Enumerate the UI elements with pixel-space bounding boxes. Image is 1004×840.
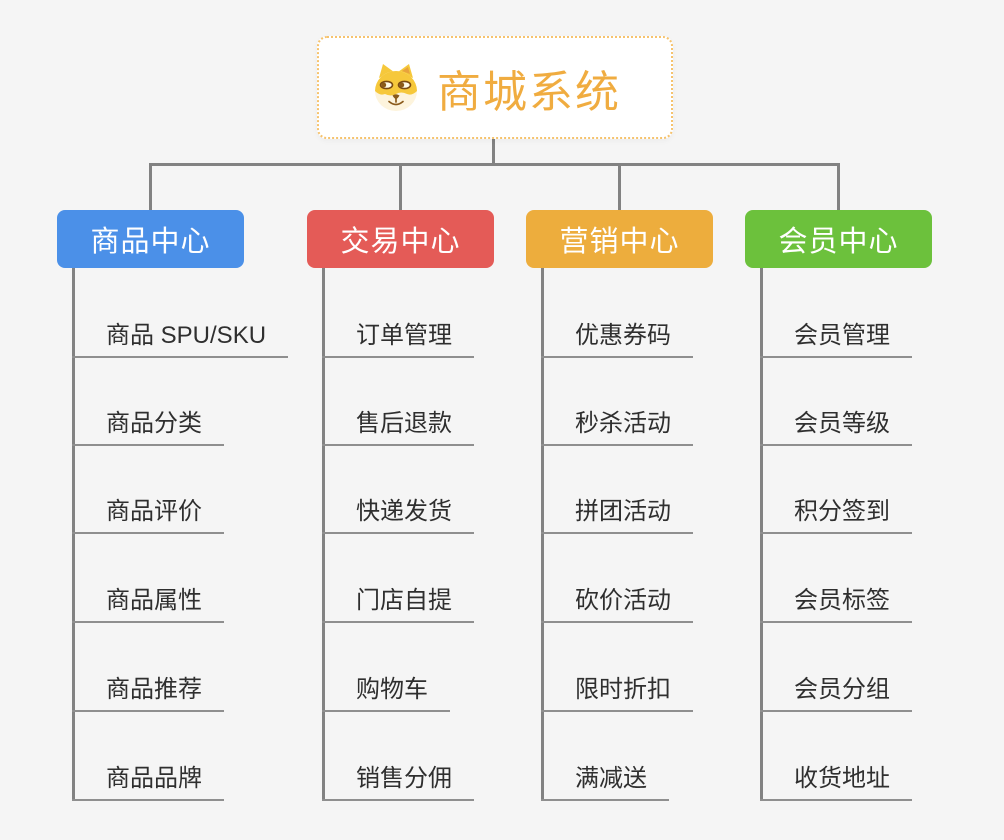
- connector-bus: [149, 163, 840, 166]
- root-node[interactable]: 商城系统: [317, 36, 673, 139]
- leaf-item-coupon-code[interactable]: 优惠券码: [541, 321, 693, 358]
- shiba-dog-icon: [369, 61, 423, 115]
- connector-drop-member-center: [837, 163, 840, 211]
- branch-node-product-center[interactable]: 商品中心: [57, 210, 244, 268]
- trunk-marketing-center: [541, 268, 544, 801]
- branch-label: 会员中心: [778, 226, 899, 258]
- branch-node-member-center[interactable]: 会员中心: [745, 210, 932, 268]
- branch-label: 交易中心: [340, 226, 461, 258]
- leaf-item-store-pickup[interactable]: 门店自提: [322, 586, 474, 623]
- trunk-trade-center: [322, 268, 325, 801]
- leaf-item-flash-sale[interactable]: 秒杀活动: [541, 409, 693, 446]
- connector-drop-product-center: [149, 163, 152, 211]
- leaf-item-product-recommend[interactable]: 商品推荐: [72, 675, 224, 712]
- leaf-item-shopping-cart[interactable]: 购物车: [322, 675, 450, 712]
- leaf-item-product-attribute[interactable]: 商品属性: [72, 586, 224, 623]
- leaf-item-member-level[interactable]: 会员等级: [760, 409, 912, 446]
- connector-drop-trade-center: [399, 163, 402, 211]
- leaf-item-full-reduction[interactable]: 满减送: [541, 764, 669, 801]
- leaf-item-product-review[interactable]: 商品评价: [72, 497, 224, 534]
- leaf-item-order-management[interactable]: 订单管理: [322, 321, 474, 358]
- trunk-member-center: [760, 268, 763, 801]
- trunk-product-center: [72, 268, 75, 801]
- leaf-item-express-delivery[interactable]: 快递发货: [322, 497, 474, 534]
- connector-root-stub: [492, 138, 495, 165]
- branch-node-marketing-center[interactable]: 营销中心: [526, 210, 713, 268]
- branch-label: 营销中心: [559, 226, 680, 258]
- root-title: 商城系统: [437, 67, 621, 117]
- branch-node-trade-center[interactable]: 交易中心: [307, 210, 494, 268]
- leaf-item-points-checkin[interactable]: 积分签到: [760, 497, 912, 534]
- branch-label: 商品中心: [90, 226, 211, 258]
- leaf-item-member-management[interactable]: 会员管理: [760, 321, 912, 358]
- leaf-item-sales-commission[interactable]: 销售分佣: [322, 764, 474, 801]
- leaf-item-product-spu-sku[interactable]: 商品 SPU/SKU: [72, 321, 289, 358]
- leaf-item-shipping-address[interactable]: 收货地址: [760, 764, 912, 801]
- leaf-item-product-category[interactable]: 商品分类: [72, 409, 224, 446]
- leaf-item-member-group[interactable]: 会员分组: [760, 675, 912, 712]
- leaf-item-member-tag[interactable]: 会员标签: [760, 586, 912, 623]
- connector-drop-marketing-center: [618, 163, 621, 211]
- leaf-item-bargain-activity[interactable]: 砍价活动: [541, 586, 693, 623]
- leaf-item-limited-time-discount[interactable]: 限时折扣: [541, 675, 693, 712]
- leaf-item-aftersale-refund[interactable]: 售后退款: [322, 409, 474, 446]
- leaf-item-product-brand[interactable]: 商品品牌: [72, 764, 224, 801]
- leaf-item-group-buy[interactable]: 拼团活动: [541, 497, 693, 534]
